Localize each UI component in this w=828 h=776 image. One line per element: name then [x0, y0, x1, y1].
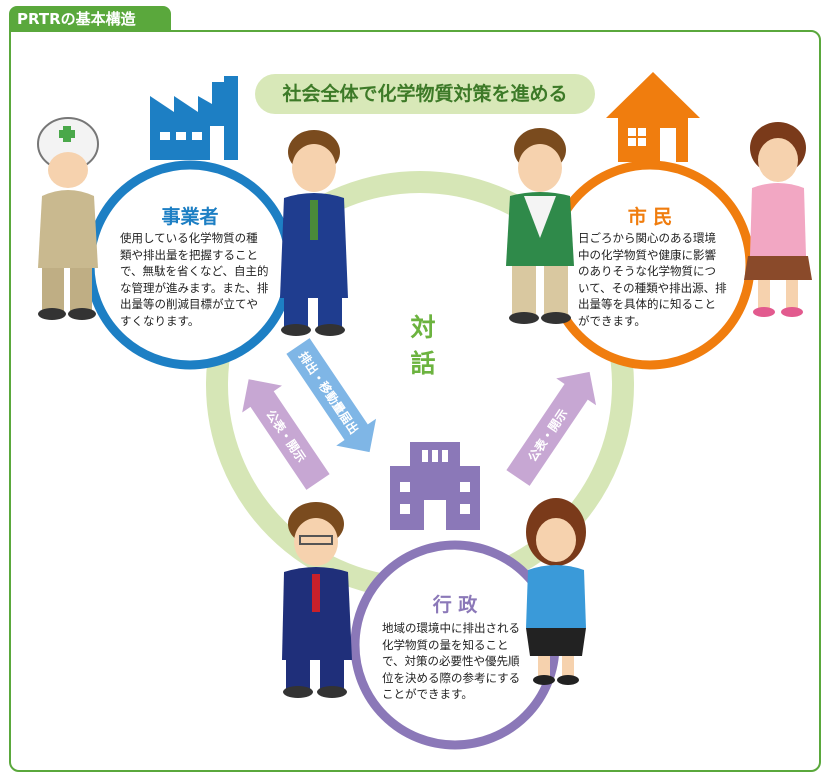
worker-figure: [37, 117, 99, 320]
citizen-title: 市 民: [627, 206, 673, 228]
government-title: 行 政: [432, 594, 478, 616]
government-description: 地域の環境中に排出される 化学物質の量を知ること で、対策の必要性や優先順 位を…: [382, 621, 521, 701]
factory-icon: [150, 76, 238, 160]
content-frame: [9, 30, 821, 772]
report-arrow-label: 排出・移動量届出: [296, 349, 362, 437]
citizen-description: 日ごろから関心のある環境 中の化学物質や健康に影響 のありそうな化学物質につ い…: [578, 231, 727, 328]
house-icon: [606, 72, 700, 162]
citizen-man-figure: [506, 128, 574, 324]
society-banner: 社会全体で化学物質対策を進める: [255, 74, 595, 114]
official-woman-figure: [526, 498, 586, 685]
citizen-woman-figure: [744, 122, 812, 317]
official-man-figure: [282, 502, 352, 698]
business-title: 事業者: [161, 206, 219, 228]
section-tab: PRTRの基本構造: [9, 6, 171, 32]
section-title: PRTRの基本構造: [17, 10, 136, 28]
businessman-figure: [280, 130, 348, 336]
government-building-icon: [390, 442, 480, 530]
business-description: 使用している化学物質の種 類や排出量を把握すること で、無駄を省くなど、自主的 …: [120, 231, 269, 328]
dialogue-label: 対 話: [410, 313, 450, 378]
